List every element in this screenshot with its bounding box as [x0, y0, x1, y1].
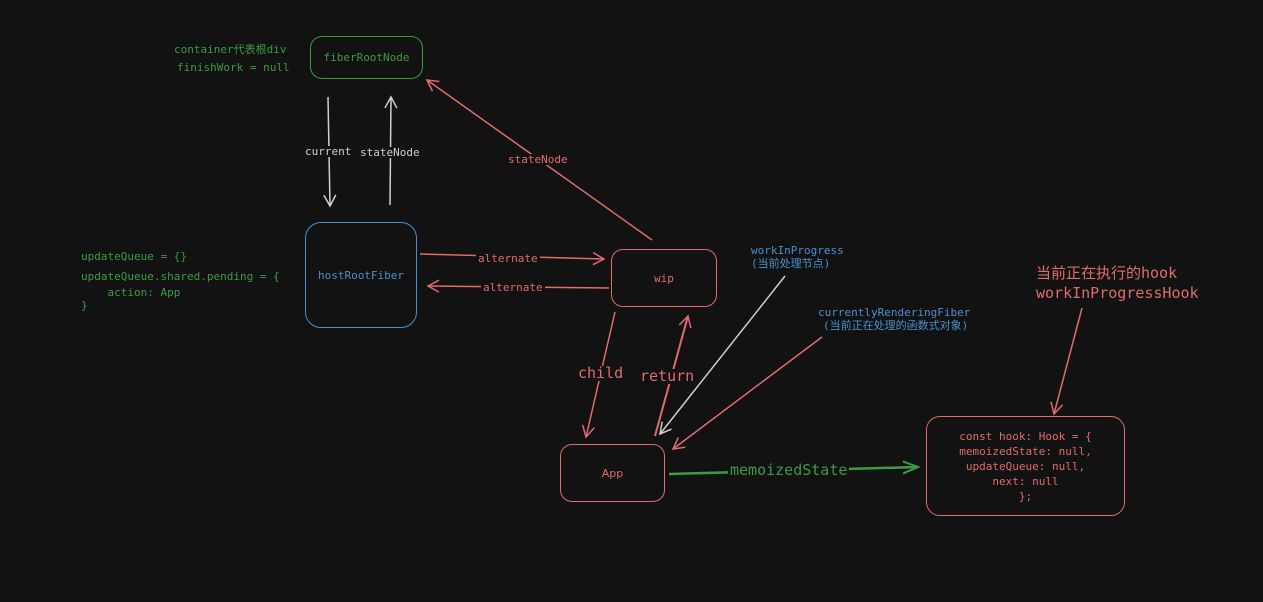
label-workinprogresshook: workInProgressHook [1036, 284, 1199, 302]
edge-label-memoizedstate: memoizedState [728, 461, 850, 479]
edge-label-current: current [303, 145, 354, 158]
node-wip[interactable]: wip [611, 249, 717, 307]
label-currentlyrenderingfiber: currentlyRenderingFiber [818, 306, 971, 319]
label-currentlyrenderingfiber-desc: (当前正在处理的函数式对象) [823, 319, 969, 332]
edge-label-return: return [638, 367, 697, 385]
edge-currentlyrenderingfiber [671, 336, 823, 450]
note-close-brace: } [81, 299, 88, 312]
hook-line-1: const hook: Hook = { [959, 429, 1092, 443]
note-action: action: App [81, 286, 181, 299]
hook-line-4: next: null [992, 474, 1059, 488]
label-hook-title: 当前正在执行的hook [1036, 264, 1178, 282]
note-container: container代表根div [174, 43, 287, 56]
node-app-label: App [601, 466, 624, 480]
node-fiber-root-node-label: fiberRootNode [323, 51, 410, 64]
node-hook[interactable]: const hook: Hook = { memoizedState: null… [926, 416, 1125, 516]
note-updatequeue: updateQueue = {} [81, 250, 187, 263]
hook-line-2: memoizedState: null, [959, 444, 1092, 458]
node-host-root-fiber-label: hostRootFiber [317, 268, 405, 282]
node-host-root-fiber[interactable]: hostRootFiber [305, 222, 417, 328]
label-workinprogress-desc: (当前处理节点) [751, 257, 831, 270]
node-fiber-root-node[interactable]: fiberRootNode [310, 36, 423, 79]
edge-label-alternate-to-wip: alternate [476, 252, 540, 265]
edge-workinprogresshook [1050, 307, 1083, 416]
edge-label-alternate-to-host: alternate [481, 281, 545, 294]
edge-label-child: child [576, 364, 626, 382]
note-pending: updateQueue.shared.pending = { [81, 270, 280, 283]
node-app[interactable]: App [560, 444, 665, 502]
hook-line-5: }; [1018, 489, 1033, 503]
edge-workinprogress [659, 275, 786, 436]
hook-line-3: updateQueue: null, [965, 459, 1086, 473]
edge-label-statenode-wip: stateNode [506, 153, 570, 166]
note-finishwork: finishWork = null [177, 61, 290, 74]
node-wip-label: wip [654, 271, 674, 285]
edge-label-statenode-host: stateNode [358, 146, 422, 159]
label-workinprogress: workInProgress [751, 244, 844, 257]
